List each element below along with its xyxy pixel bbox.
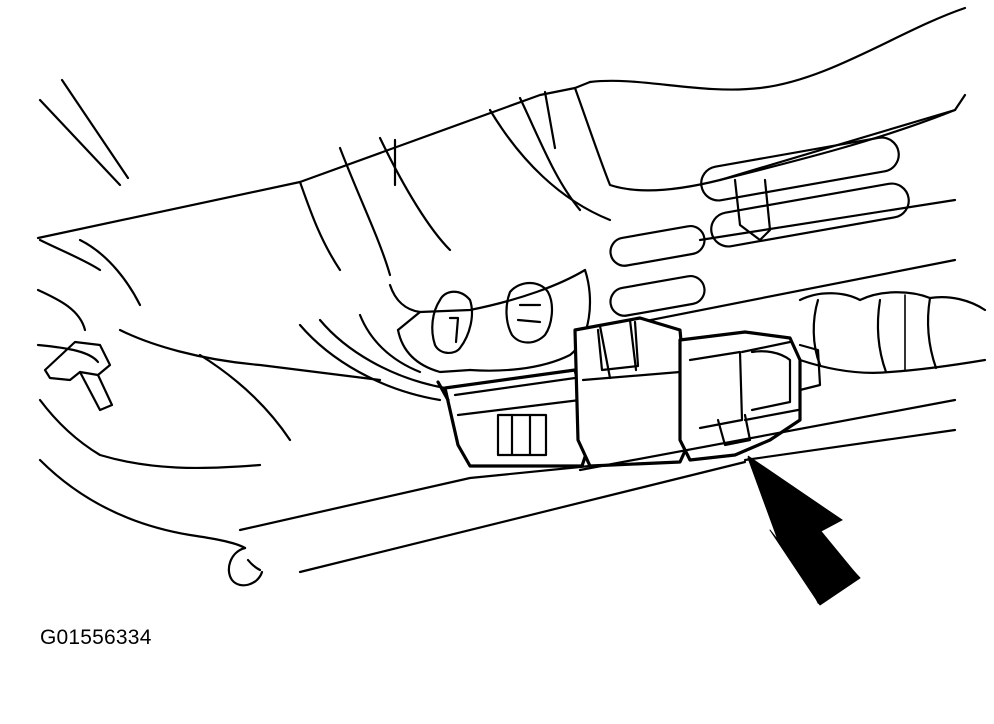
- figure-id-label: G01556334: [40, 626, 152, 649]
- pointer-arrow: [747, 455, 861, 606]
- slotted-plate: [598, 108, 957, 332]
- electrical-connector: [443, 316, 822, 468]
- connector-wires: [298, 313, 450, 402]
- mounting-bracket: [388, 268, 592, 374]
- lower-housing: [36, 288, 957, 587]
- wiring-harness: [798, 291, 987, 374]
- upper-housing: [36, 6, 967, 307]
